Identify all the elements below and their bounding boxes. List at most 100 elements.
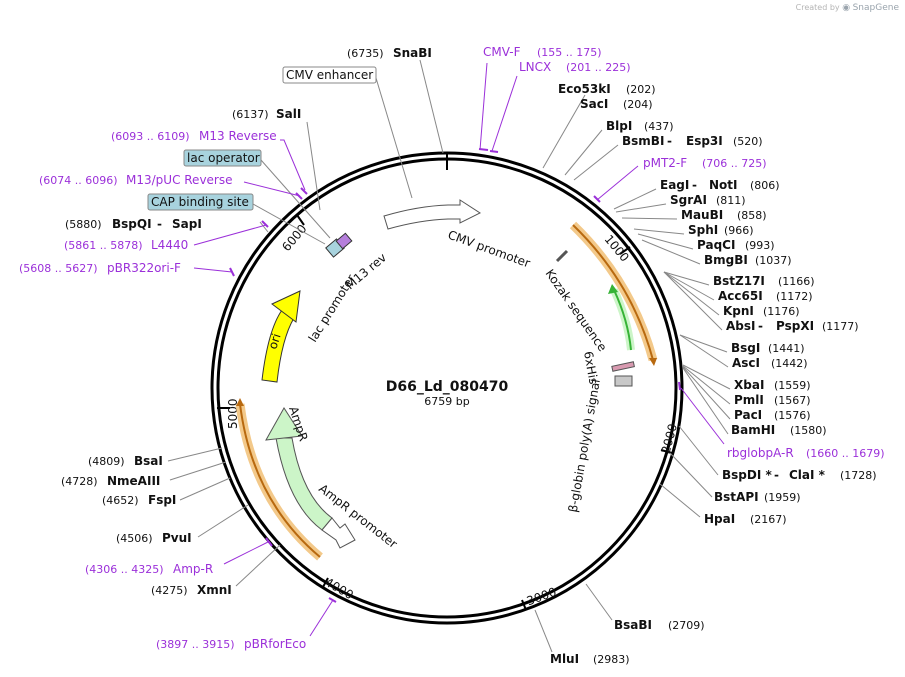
enzyme-snabi-name[interactable]: SnaBI — [393, 46, 432, 60]
enzyme-paci-name[interactable]: PacI — [734, 408, 762, 422]
enzyme-leader — [669, 452, 713, 498]
enzyme-leader — [585, 583, 613, 621]
primer-lncx-mark — [489, 150, 499, 153]
primer-m13-reverse-name[interactable]: M13 Reverse — [199, 129, 277, 143]
orf-green-arrowhead — [608, 284, 618, 294]
enzyme-eco53ki-name[interactable]: Eco53kI — [558, 82, 611, 96]
primer-m13-puc-reverse-name[interactable]: M13/pUC Reverse — [126, 173, 233, 187]
lac-operator-leader — [260, 159, 331, 239]
primer-rbglobpa-r-mark — [678, 381, 681, 391]
enzyme-nmeaiii-pos: (4728) — [61, 475, 98, 488]
enzyme-mlui-name[interactable]: MluI — [550, 652, 579, 666]
ampr-arrowhead[interactable] — [265, 407, 303, 441]
primer-pbrforeco-name[interactable]: pBRforEco — [244, 637, 306, 651]
enzyme-bstapi-name[interactable]: BstAPI — [714, 490, 759, 504]
enzyme-bsmbi-name[interactable]: BsmBI — [622, 134, 664, 148]
enzyme-paci-pos: (1576) — [774, 409, 811, 422]
primer-m13-puc-reverse-mark — [295, 192, 303, 200]
enzyme-bsabi-name[interactable]: BsaBI — [614, 618, 652, 632]
primer-lncx-name[interactable]: LNCX — [519, 60, 551, 74]
cap-site-box[interactable] — [147, 193, 254, 211]
enzyme-pvui-name[interactable]: PvuI — [162, 531, 192, 545]
kozak-label: Kozak sequence — [543, 267, 610, 354]
enzyme-asci-pos: (1442) — [771, 357, 808, 370]
enzyme-sphi-name[interactable]: SphI — [688, 223, 718, 237]
enzyme-bspqi-name[interactable]: BspQI — [112, 217, 152, 231]
enzyme-paqci-name[interactable]: PaqCI — [697, 238, 735, 252]
primer-pbr322ori-f-mark — [229, 267, 235, 277]
ori-arrowhead[interactable] — [271, 290, 301, 323]
enzyme-paqci-pos: (993) — [745, 239, 775, 252]
enzyme-sapi-name[interactable]: SapI — [172, 217, 202, 231]
enzyme-sali-name[interactable]: SalI — [276, 107, 301, 121]
ori-label: ori — [266, 332, 284, 351]
enzyme-xmni-name[interactable]: XmnI — [197, 583, 232, 597]
enzyme-leader — [663, 271, 710, 286]
primer-cmv-f-mark — [478, 148, 489, 151]
cmv-promoter-arrow[interactable] — [383, 199, 482, 230]
enzyme-leader — [169, 461, 227, 481]
enzyme-bsgi-name[interactable]: BsgI — [731, 341, 760, 355]
enzyme-eagi-sep: - — [692, 178, 697, 192]
primer-l4440-name[interactable]: L4440 — [151, 238, 188, 252]
primer-pbrforeco-range: (3897 .. 3915) — [156, 638, 235, 651]
enzyme-esp3i-name[interactable]: Esp3I — [686, 134, 723, 148]
enzyme-fspi-name[interactable]: FspI — [148, 493, 176, 507]
enzyme-leader — [167, 447, 223, 462]
enzymes-right: Eco53kI (202) SacI (204) BlpI (437) BsmB… — [534, 82, 877, 666]
enzyme-leader — [682, 365, 731, 405]
enzyme-pspxi-name[interactable]: PspXI — [776, 319, 814, 333]
enzyme-bsai-name[interactable]: BsaI — [134, 454, 163, 468]
enzyme-bmgbi-name[interactable]: BmgBI — [704, 253, 748, 267]
enzyme-eco53ki-pos: (202) — [626, 83, 656, 96]
plasmid-name: D66_Ld_080470 — [386, 379, 509, 395]
primer-leader — [223, 541, 269, 565]
primer-lncx-range: (201 .. 225) — [566, 61, 631, 74]
ampr-promoter-arrow[interactable] — [321, 517, 356, 549]
tick-mark-3000 — [521, 599, 527, 611]
cmv-enhancer-box[interactable] — [282, 66, 377, 84]
enzyme-nmeaiii-name[interactable]: NmeAIII — [107, 474, 160, 488]
enzyme-kpni-name[interactable]: KpnI — [723, 304, 754, 318]
cap-site-label: CAP binding site — [151, 195, 249, 209]
enzyme-eagi-name[interactable]: EagI — [660, 178, 689, 192]
enzyme-bamhi-name[interactable]: BamHI — [731, 423, 775, 437]
enzyme-leader — [682, 364, 731, 390]
enzyme-asci-name[interactable]: AscI — [732, 356, 760, 370]
enzyme-hpai-name[interactable]: HpaI — [704, 512, 735, 526]
primer-m13-reverse-range: (6093 .. 6109) — [111, 130, 190, 143]
primer-leader — [280, 139, 306, 191]
enzyme-pmli-name[interactable]: PmlI — [734, 393, 764, 407]
enzyme-noti-name[interactable]: NotI — [709, 178, 738, 192]
m13-rev-marker[interactable] — [335, 232, 353, 250]
primer-cmv-f-name[interactable]: CMV-F — [483, 45, 521, 59]
primer-pbr322ori-f-name[interactable]: pBR322ori-F — [107, 261, 181, 275]
enzyme-maubi-name[interactable]: MauBI — [681, 208, 723, 222]
enzyme-bstapi-pos: (1959) — [764, 491, 801, 504]
his-tag-box[interactable] — [611, 361, 635, 372]
enzyme-absi-pos: (1177) — [822, 320, 859, 333]
primer-amp-r-mark — [265, 537, 273, 547]
primer-leader — [596, 165, 639, 201]
enzyme-saci-name[interactable]: SacI — [580, 97, 608, 111]
enzyme-sgrai-name[interactable]: SgrAI — [670, 193, 707, 207]
enzyme-blpi-pos: (437) — [644, 120, 674, 133]
polya-signal-label: β-globin poly(A) signal — [566, 378, 603, 513]
enzyme-fspi-pos: (4652) — [102, 494, 139, 507]
enzyme-bsabi-pos: (2709) — [668, 619, 705, 632]
primer-amp-r-name[interactable]: Amp-R — [173, 562, 213, 576]
enzyme-leader — [663, 271, 720, 316]
enzyme-clai-name[interactable]: ClaI * — [789, 468, 826, 482]
enzyme-acc65i-name[interactable]: Acc65I — [718, 289, 763, 303]
primer-pmt2-f-name[interactable]: pMT2-F — [643, 156, 687, 170]
enzyme-absi-name[interactable]: AbsI — [726, 319, 755, 333]
enzyme-blpi-name[interactable]: BlpI — [606, 119, 632, 133]
primer-pmt2-f-range: (706 .. 725) — [702, 157, 767, 170]
enzyme-xbai-name[interactable]: XbaI — [734, 378, 764, 392]
enzyme-bstz17i-name[interactable]: BstZ17I — [713, 274, 765, 288]
polya-signal-box[interactable] — [614, 375, 633, 387]
enzyme-bspdi-name[interactable]: BspDI * — [722, 468, 772, 482]
lac-operator-box[interactable] — [183, 149, 262, 167]
primer-rbglobpa-r-name[interactable]: rbglobpA-R — [727, 446, 794, 460]
